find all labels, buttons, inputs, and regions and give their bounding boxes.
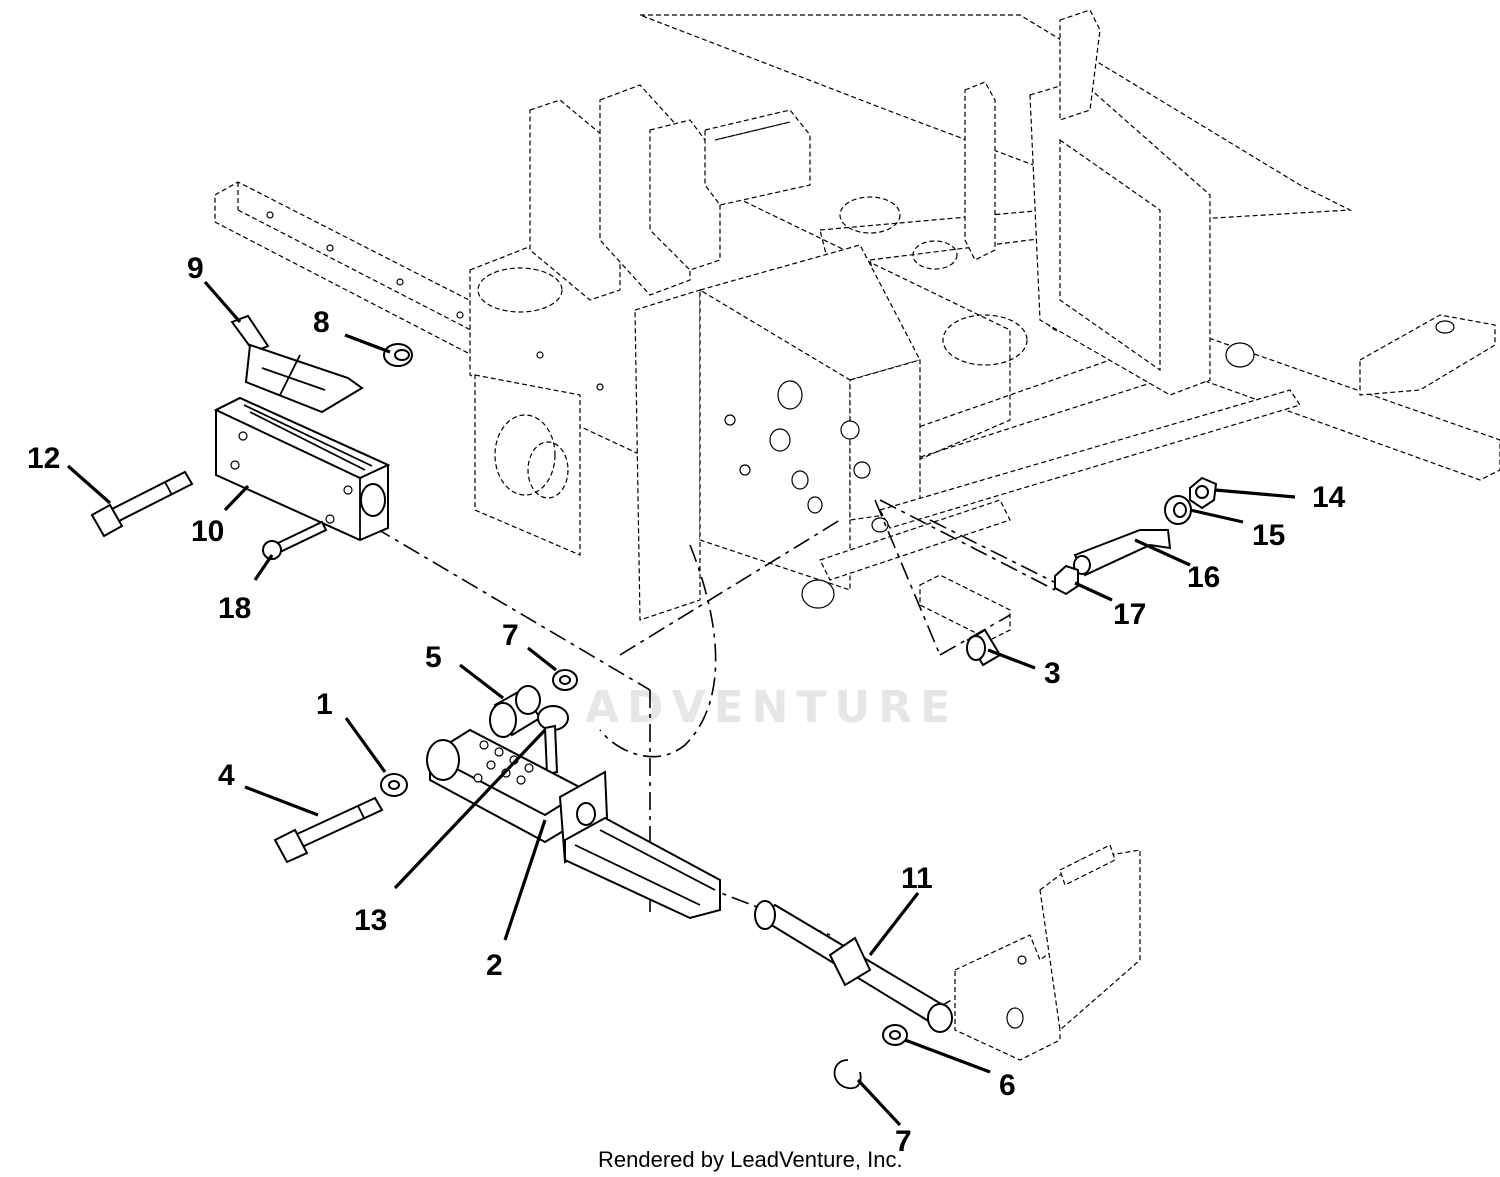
part-screw-18 [262, 520, 328, 560]
part-nut-17 [1054, 564, 1079, 596]
callout-9: 9 [187, 252, 204, 285]
part-drawbar-2 [426, 728, 721, 920]
callout-14: 14 [1312, 481, 1346, 514]
callout-7-lower: 7 [895, 1125, 912, 1158]
part-snap-ring-7-lower [833, 1059, 862, 1090]
part-hitch-pin-13 [537, 705, 569, 776]
part-nut-14 [1189, 476, 1218, 510]
leader-lines [66, 280, 1296, 1127]
part-nut-8 [383, 343, 413, 367]
callout-2: 2 [486, 949, 503, 982]
watermark-text: ADVENTURE [585, 682, 958, 733]
callout-17: 17 [1113, 598, 1146, 631]
part-bushing-5 [489, 685, 542, 738]
part-hitch-receiver-10 [213, 396, 391, 542]
callout-10: 10 [191, 515, 224, 548]
part-hitch-clip-9 [230, 314, 364, 414]
callout-13: 13 [354, 904, 387, 937]
render-credit: Rendered by LeadVenture, Inc. [598, 1147, 903, 1172]
callout-18: 18 [218, 592, 251, 625]
part-bolt-4 [273, 796, 384, 864]
callout-7-upper: 7 [502, 619, 519, 652]
callout-6: 6 [999, 1069, 1016, 1102]
part-washer-6 [882, 1024, 908, 1046]
lift-bracket [954, 844, 1141, 1061]
part-link-16 [1073, 529, 1172, 577]
callout-5: 5 [425, 641, 442, 674]
part-pivot-pin-11 [754, 900, 953, 1033]
callout-11: 11 [901, 862, 933, 895]
callout-3: 3 [1044, 657, 1061, 690]
callout-12: 12 [27, 442, 60, 475]
part-washer-7-upper [552, 669, 578, 691]
part-washer-15 [1164, 495, 1192, 525]
mower-frame [214, 9, 1500, 641]
callout-15: 15 [1252, 519, 1285, 552]
callout-1: 1 [316, 688, 333, 721]
part-washer-1 [380, 773, 408, 797]
callout-16: 16 [1187, 561, 1220, 594]
part-bolt-12 [90, 470, 194, 538]
callout-4: 4 [218, 759, 235, 792]
callout-8: 8 [313, 306, 330, 339]
